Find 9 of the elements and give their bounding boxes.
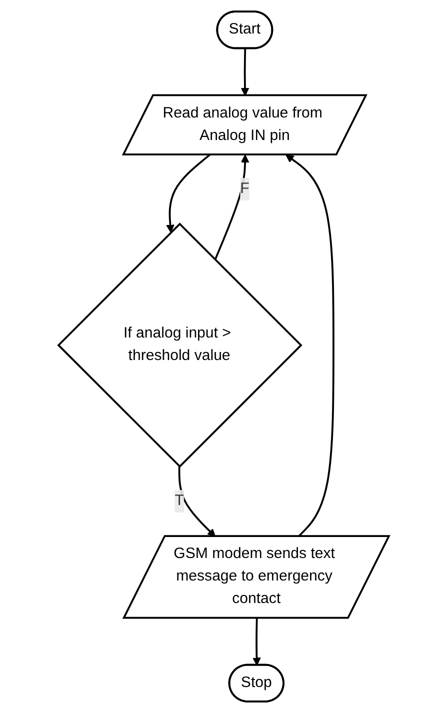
node-diamond: If analog input > threshold value xyxy=(57,222,303,468)
arrow xyxy=(252,618,262,666)
arrow xyxy=(214,154,250,260)
arrow xyxy=(166,154,211,233)
arrow xyxy=(286,154,335,538)
edge-label: T xyxy=(174,492,184,509)
arrow xyxy=(241,48,250,96)
arrow xyxy=(178,466,216,537)
edge-label: F xyxy=(240,180,250,197)
